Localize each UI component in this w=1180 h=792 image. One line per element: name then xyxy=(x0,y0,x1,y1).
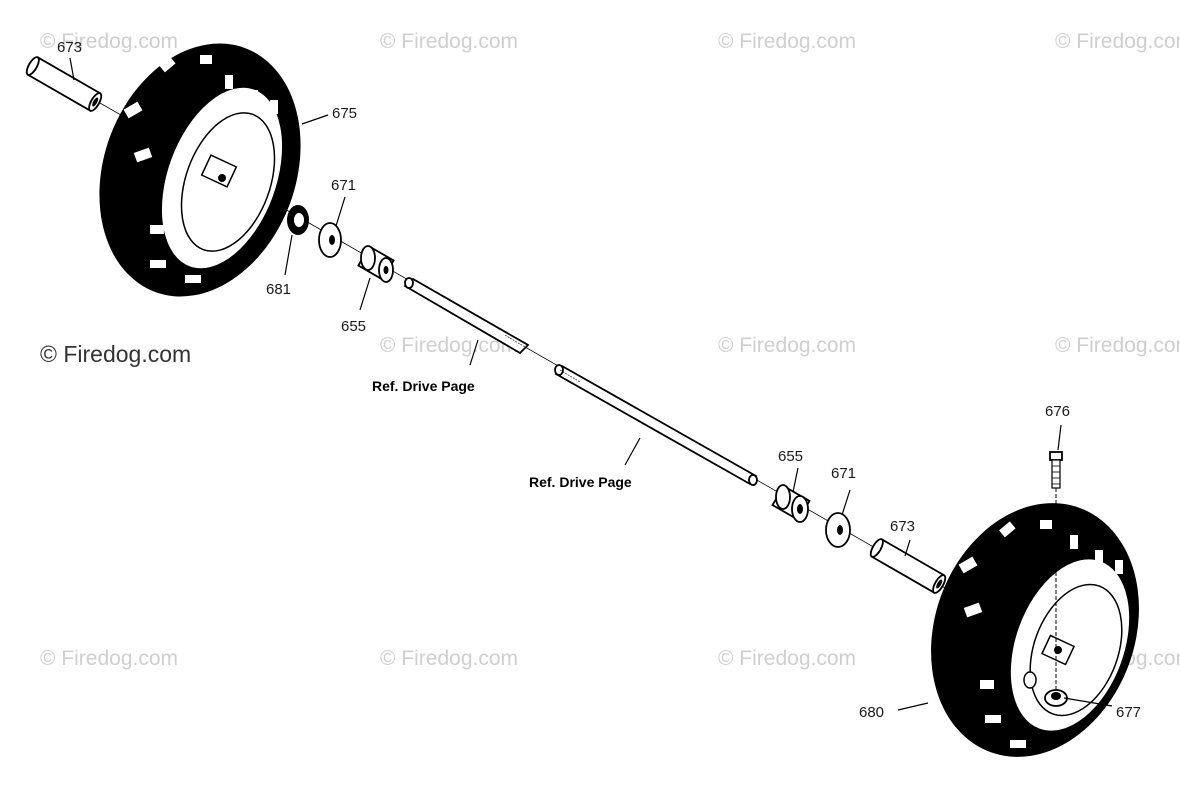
watermark-main: © Firedog.com xyxy=(40,341,191,367)
washer-671-top xyxy=(318,222,342,258)
bushing-655-top xyxy=(357,245,395,283)
reference-labels: Ref. Drive Page Ref. Drive Page xyxy=(372,378,632,490)
watermarks: © Firedog.com © Firedog.com © Firedog.co… xyxy=(40,30,1180,670)
wheel-bottom-right xyxy=(931,503,1139,757)
part-label-681: 681 xyxy=(266,281,291,298)
axle-upper xyxy=(403,277,530,355)
watermark: © Firedog.com xyxy=(718,647,856,670)
part-label-671-bottom: 671 xyxy=(831,465,856,482)
nut-677 xyxy=(1044,689,1068,707)
part-label-655-bottom: 655 xyxy=(778,448,803,465)
watermark: © Firedog.com xyxy=(380,30,518,53)
watermark: © Firedog.com xyxy=(718,334,856,357)
watermark: © Firedog.com xyxy=(718,30,856,53)
watermark: © Firedog.com xyxy=(1055,30,1180,53)
part-label-673-top: 673 xyxy=(57,39,82,56)
part-label-671-top: 671 xyxy=(331,177,356,194)
ref-label-lower: Ref. Drive Page xyxy=(529,474,632,490)
part-label-676: 676 xyxy=(1045,403,1070,420)
washer-681 xyxy=(287,205,309,235)
part-label-673-bottom: 673 xyxy=(890,518,915,535)
wheel-top-left xyxy=(99,43,301,297)
spacer-tube-top xyxy=(25,56,103,112)
watermark: © Firedog.com xyxy=(40,30,178,53)
part-label-675: 675 xyxy=(332,105,357,122)
bolt-676 xyxy=(1049,451,1063,692)
part-label-655-top: 655 xyxy=(341,318,366,335)
part-label-677: 677 xyxy=(1116,704,1141,721)
washer-671-bottom xyxy=(825,512,851,548)
watermark: © Firedog.com xyxy=(40,647,178,670)
watermark: © Firedog.com xyxy=(1055,334,1180,357)
ref-label-upper: Ref. Drive Page xyxy=(372,378,475,394)
part-label-680: 680 xyxy=(859,704,884,721)
watermark: © Firedog.com xyxy=(380,647,518,670)
leader-lines xyxy=(69,57,1113,711)
bushing-655-bottom xyxy=(771,484,811,523)
axle-lower xyxy=(554,364,758,486)
spacer-tube-bottom xyxy=(869,538,947,594)
watermark: © Firedog.com xyxy=(380,334,518,357)
part-labels: 673 675 671 681 655 676 655 671 673 680 … xyxy=(57,39,1141,721)
